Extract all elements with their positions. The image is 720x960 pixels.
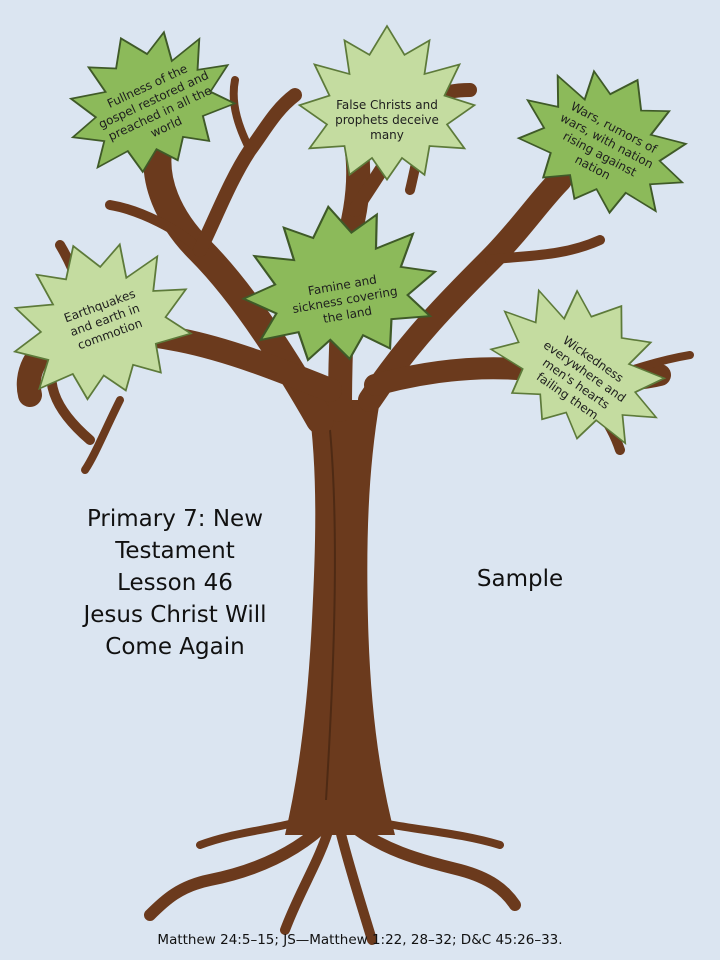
scripture-reference: Matthew 24:5–15; JS—Matthew 1:22, 28–32;… [157,932,563,948]
title-line: Primary 7: New [86,506,264,532]
leaf-text-false-christs: False Christs and prophets deceive many [335,98,439,142]
sample-label: Sample [476,566,564,592]
title-line: Lesson 46 [117,570,233,596]
title-line: Jesus Christ Will [83,602,267,628]
tree-trunk [285,400,395,835]
title-line: Come Again [105,634,245,660]
lesson-title: Primary 7: New Testament Lesson 46 Jesus… [40,503,310,663]
title-line: Testament [115,538,235,564]
